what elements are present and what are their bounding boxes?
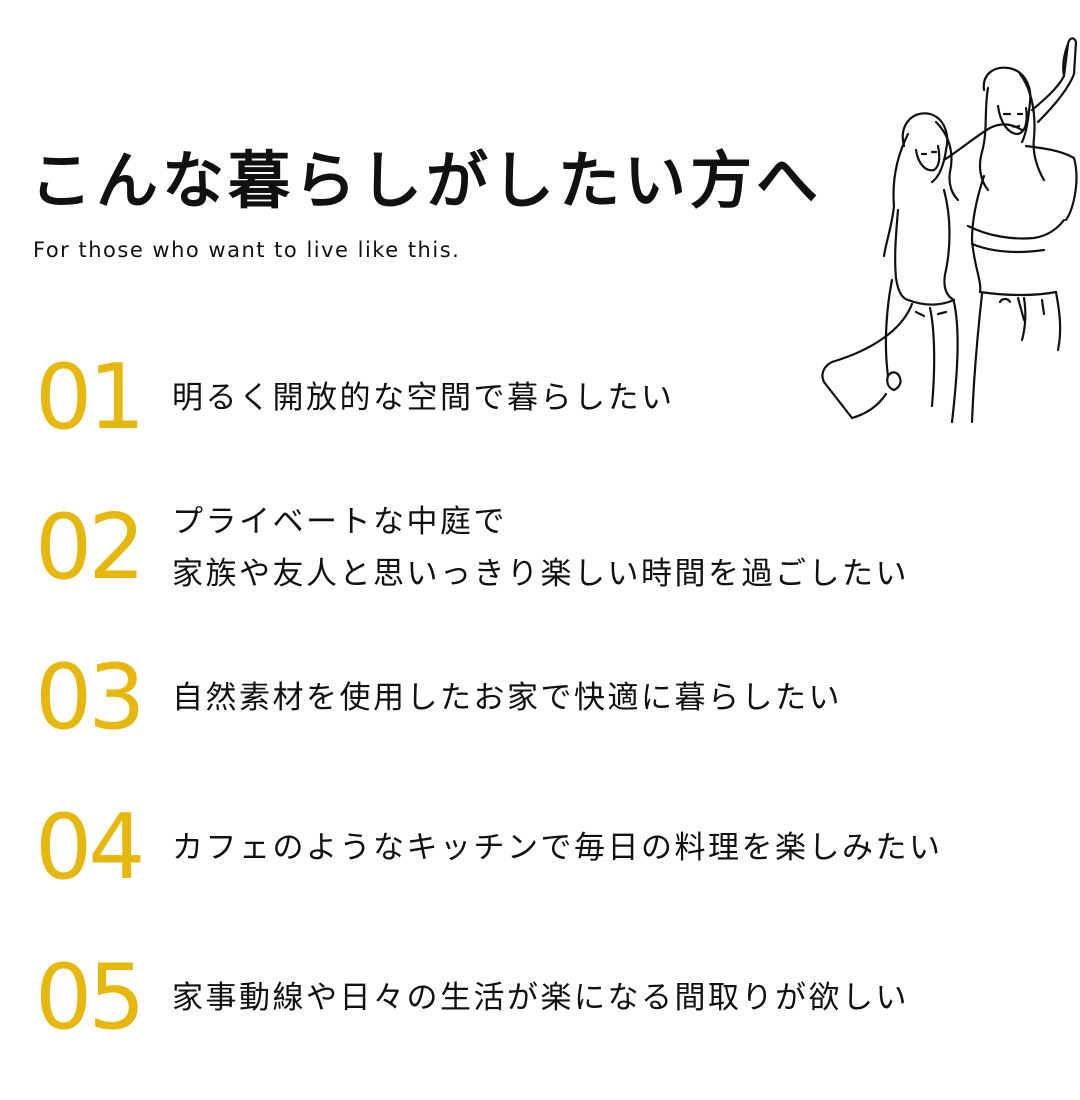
page-subtitle: For those who want to live like this. — [33, 238, 461, 262]
item-number: 02 — [35, 495, 146, 600]
wish-list: 01 明るく開放的な空間で暮らしたい 02 プライベートな中庭で 家族や友人と思… — [30, 350, 1070, 1100]
item-number: 01 — [35, 345, 146, 450]
list-item: 04 カフェのようなキッチンで毎日の料理を楽しみたい — [30, 800, 1070, 950]
list-item: 05 家事動線や日々の生活が楽になる間取りが欲しい — [30, 950, 1070, 1100]
list-item: 02 プライベートな中庭で 家族や友人と思いっきり楽しい時間を過ごしたい — [30, 500, 1070, 650]
list-item: 01 明るく開放的な空間で暮らしたい — [30, 350, 1070, 500]
two-women-illustration-icon — [821, 37, 1078, 424]
item-text: 自然素材を使用したお家で快適に暮らしたい — [172, 672, 842, 724]
item-text-line: 明るく開放的な空間で暮らしたい — [172, 380, 675, 416]
list-item: 03 自然素材を使用したお家で快適に暮らしたい — [30, 650, 1070, 800]
item-text-line: カフェのようなキッチンで毎日の料理を楽しみたい — [172, 830, 943, 866]
item-number: 04 — [35, 795, 146, 900]
item-text-line: 家族や友人と思いっきり楽しい時間を過ごしたい — [172, 556, 909, 592]
item-text: プライベートな中庭で 家族や友人と思いっきり楽しい時間を過ごしたい — [172, 496, 909, 600]
item-text-line: 自然素材を使用したお家で快適に暮らしたい — [172, 680, 842, 716]
item-text: カフェのようなキッチンで毎日の料理を楽しみたい — [172, 822, 943, 874]
item-text: 明るく開放的な空間で暮らしたい — [172, 372, 675, 424]
page-title: こんな暮らしがしたい方へ — [30, 144, 823, 217]
item-text: 家事動線や日々の生活が楽になる間取りが欲しい — [172, 972, 909, 1024]
item-number: 05 — [35, 945, 146, 1050]
item-text-line: プライベートな中庭で — [172, 504, 507, 540]
item-text-line: 家事動線や日々の生活が楽になる間取りが欲しい — [172, 980, 909, 1016]
item-number: 03 — [35, 645, 146, 750]
